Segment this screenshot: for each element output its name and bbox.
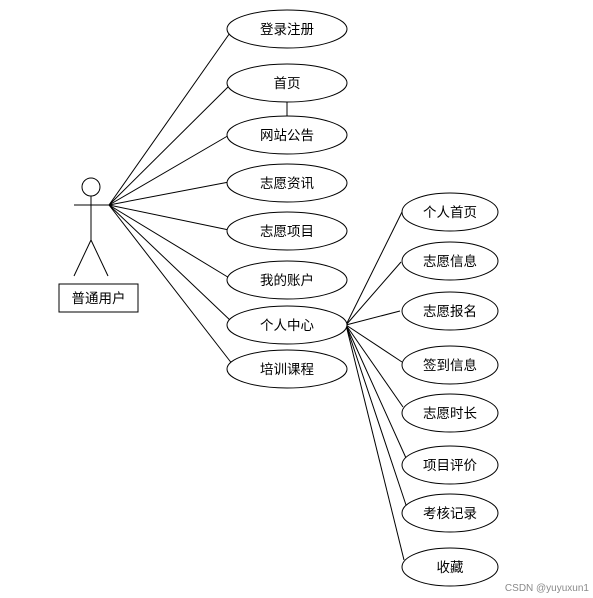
sub-use-case-hours: 志愿时长: [401, 393, 499, 433]
use-case-ellipse: [401, 241, 499, 281]
use-case-project: 志愿项目: [226, 211, 348, 251]
use-case-ellipse: [226, 305, 348, 345]
assoc-notice: [108, 133, 232, 206]
watermark: CSDN @yuyuxun1: [505, 583, 590, 594]
use-case-training: 培训课程: [226, 349, 348, 389]
center-associations: [345, 211, 407, 561]
use-case-ellipse: [226, 349, 348, 389]
assoc-project: [108, 204, 230, 231]
assoc-sub-1: [345, 211, 403, 326]
sub-use-case-volunteer-info: 志愿信息: [401, 241, 499, 281]
assoc-sub-6: [345, 324, 407, 459]
use-case-label: 志愿项目: [260, 224, 314, 240]
use-case-ellipse: [401, 192, 499, 232]
assoc-login: [108, 29, 233, 206]
use-case-label: 我的账户: [260, 272, 314, 289]
use-case-label: 项目评价: [423, 458, 477, 474]
assoc-account: [108, 204, 232, 280]
use-case-login: 登录注册: [226, 9, 348, 49]
assoc-sub-2: [345, 261, 402, 326]
use-case-ellipse: [401, 547, 499, 587]
use-case-news: 志愿资讯: [226, 163, 348, 203]
assoc-training: [108, 204, 234, 366]
sub-use-case-assessment: 考核记录: [401, 493, 499, 533]
assoc-sub-4: [345, 324, 403, 363]
assoc-center: [108, 204, 233, 323]
use-case-ellipse: [401, 291, 499, 331]
use-case-label: 个人中心: [260, 318, 314, 334]
sub-use-case-signup: 志愿报名: [401, 291, 499, 331]
actor-head: [81, 177, 101, 197]
actor-left-leg: [73, 239, 92, 277]
assoc-sub-3: [345, 310, 401, 326]
use-case-label: 网站公告: [260, 128, 314, 144]
use-case-ellipse: [401, 345, 499, 385]
assoc-sub-7: [345, 324, 407, 506]
use-case-label: 考核记录: [423, 506, 477, 522]
sub-use-case-review: 项目评价: [401, 445, 499, 485]
actor-right-leg: [90, 239, 109, 277]
use-case-label: 培训课程: [260, 362, 314, 378]
use-case-ellipse: [226, 63, 348, 103]
use-case-ellipse: [226, 9, 348, 49]
actor-figure: [73, 177, 109, 277]
use-case-ellipse: [401, 493, 499, 533]
use-case-label: 签到信息: [423, 357, 477, 374]
assoc-home: [108, 81, 234, 206]
use-case-notice: 网站公告: [226, 115, 348, 155]
use-case-ellipse: [226, 115, 348, 155]
actor-associations: [108, 29, 288, 366]
use-case-ellipse: [401, 393, 499, 433]
sub-use-case-favorites: 收藏: [401, 547, 499, 587]
use-case-ellipse: [401, 445, 499, 485]
assoc-news: [108, 181, 230, 206]
use-case-ellipse: [226, 260, 348, 300]
sub-use-case-checkin: 签到信息: [401, 345, 499, 385]
assoc-sub-5: [345, 324, 404, 408]
use-case-label: 志愿报名: [423, 304, 477, 320]
use-case-label: 志愿资讯: [260, 176, 314, 192]
use-case-ellipse: [226, 163, 348, 203]
use-case-label: 志愿时长: [423, 406, 477, 422]
sub-use-case-personal-home: 个人首页: [401, 192, 499, 232]
use-case-label: 首页: [274, 76, 301, 92]
use-case-account: 我的账户: [226, 260, 348, 300]
use-case-personal-center: 个人中心: [226, 305, 348, 345]
actor-label: 普通用户: [72, 290, 126, 307]
assoc-sub-8: [345, 324, 405, 561]
use-case-label: 收藏: [437, 560, 464, 576]
use-case-ellipse: [226, 211, 348, 251]
actor-label-box: [58, 283, 139, 313]
use-case-home: 首页: [226, 63, 348, 103]
use-case-label: 登录注册: [260, 22, 314, 38]
use-case-label: 个人首页: [423, 205, 477, 221]
use-case-label: 志愿信息: [423, 253, 477, 270]
